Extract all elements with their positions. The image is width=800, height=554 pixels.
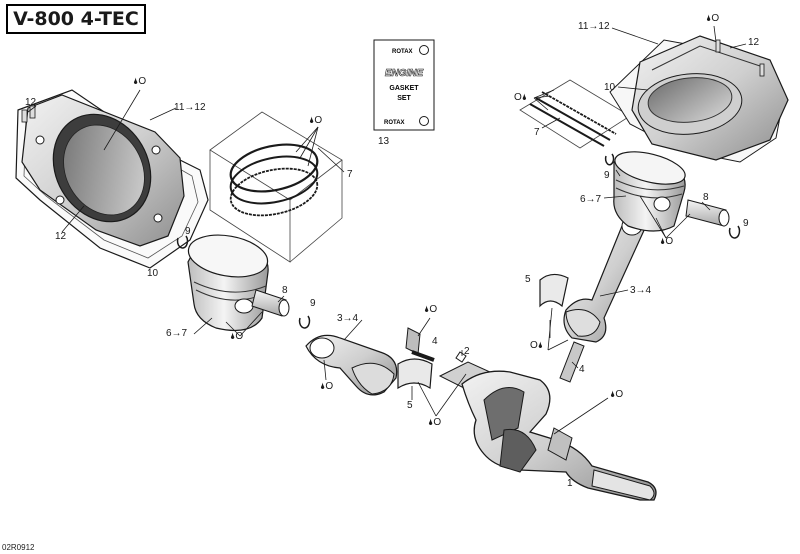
oil-drop-icon: 🌢: [320, 381, 326, 391]
right-piston-pin: [685, 199, 730, 227]
callout-7-right: 7: [534, 127, 540, 138]
callout-3-left: 3→4: [337, 313, 359, 324]
callout-7-left: 7: [347, 169, 353, 180]
gasket-set-kit: ROTAX ENGINE GASKET SET ROTAX: [373, 39, 435, 131]
diagram-title: V-800 4-TEC: [13, 8, 139, 30]
right-cylinder: [631, 35, 789, 161]
right-connecting-rod: [563, 216, 647, 343]
crankshaft: [438, 361, 657, 501]
callout-12-a: 12: [25, 97, 37, 108]
callout-9-b: 9: [310, 298, 316, 309]
left-piston-rings: [209, 111, 343, 263]
left-dowel-pins: [21, 105, 36, 123]
right-circlips: [604, 153, 741, 239]
oil-symbol: 🌢O: [133, 76, 147, 87]
callout-1: 1: [567, 478, 573, 489]
left-circlips: [176, 235, 311, 329]
callout-6-left: 6→7: [166, 328, 188, 339]
leader-lines: [27, 25, 747, 435]
oil-drop-icon: 🌢: [230, 331, 236, 341]
oil-drop-icon: 🌢: [428, 417, 434, 427]
kit-word: ENGINE: [385, 68, 424, 79]
oil-symbol: 🌢O: [660, 236, 674, 247]
callout-4-left: 4: [432, 336, 438, 347]
left-rod-bolts: [405, 327, 435, 362]
callout-8-right: 8: [703, 192, 709, 203]
callout-8-left: 8: [282, 285, 288, 296]
callout-6-right: 6→7: [580, 194, 602, 205]
callout-2: 2: [464, 346, 470, 357]
title-box: V-800 4-TEC: [6, 4, 146, 34]
oil-symbol: 🌢O: [424, 304, 438, 315]
oil-symbol: 🌢O: [309, 115, 323, 126]
kit-brand-top: ROTAX: [392, 49, 413, 55]
callout-11-right: 11→12: [578, 21, 610, 32]
right-piston: [613, 151, 686, 232]
callout-4-right: 4: [579, 364, 585, 375]
callout-10-right: 10: [604, 82, 616, 93]
oil-symbol: 🌢O: [230, 331, 244, 342]
oil-drop-icon: 🌢: [424, 304, 430, 314]
oil-drop-icon: 🌢: [706, 13, 712, 23]
oil-symbol: 🌢O: [706, 13, 720, 24]
kit-brand-bottom: ROTAX: [384, 120, 405, 126]
kit-line1: GASKET: [389, 85, 419, 92]
left-rod-bearing: [397, 358, 433, 390]
oil-drop-icon: 🌢: [660, 236, 666, 246]
oil-symbol: 🌢O: [320, 381, 334, 392]
oil-drop-icon: 🌢: [537, 340, 544, 350]
callout-12-b: 12: [55, 231, 67, 242]
callout-13: 13: [378, 136, 390, 147]
callout-12-c: 12: [748, 37, 760, 48]
callout-9-c: 9: [604, 170, 610, 181]
left-piston-pin: [251, 289, 290, 317]
kit-line2: SET: [397, 95, 411, 102]
callout-5-right: 5: [525, 274, 531, 285]
oil-drop-icon: 🌢: [610, 389, 616, 399]
callout-5-left: 5: [407, 400, 413, 411]
oil-drop-icon: 🌢: [133, 76, 139, 86]
callout-11-left: 11→12: [174, 102, 206, 113]
callout-10-left: 10: [147, 268, 159, 279]
oil-drop-icon: 🌢: [521, 92, 528, 102]
callout-3-right: 3→4: [630, 285, 652, 296]
right-dowel-pins: [715, 39, 765, 77]
callout-9-a: 9: [185, 226, 191, 237]
oil-symbol: O🌢: [514, 92, 528, 103]
left-piston: [187, 234, 269, 331]
oil-symbol: 🌢O: [428, 417, 442, 428]
oil-symbol: O🌢: [530, 340, 544, 351]
oil-symbol: 🌢O: [610, 389, 624, 400]
left-cylinder: [21, 94, 185, 247]
callout-9-d: 9: [743, 218, 749, 229]
drawing-code: 02R0912: [2, 543, 35, 552]
left-connecting-rod: [305, 334, 398, 396]
right-rod-bearing: [539, 273, 569, 308]
oil-drop-icon: 🌢: [309, 115, 315, 125]
crank-dowel: [455, 351, 467, 363]
